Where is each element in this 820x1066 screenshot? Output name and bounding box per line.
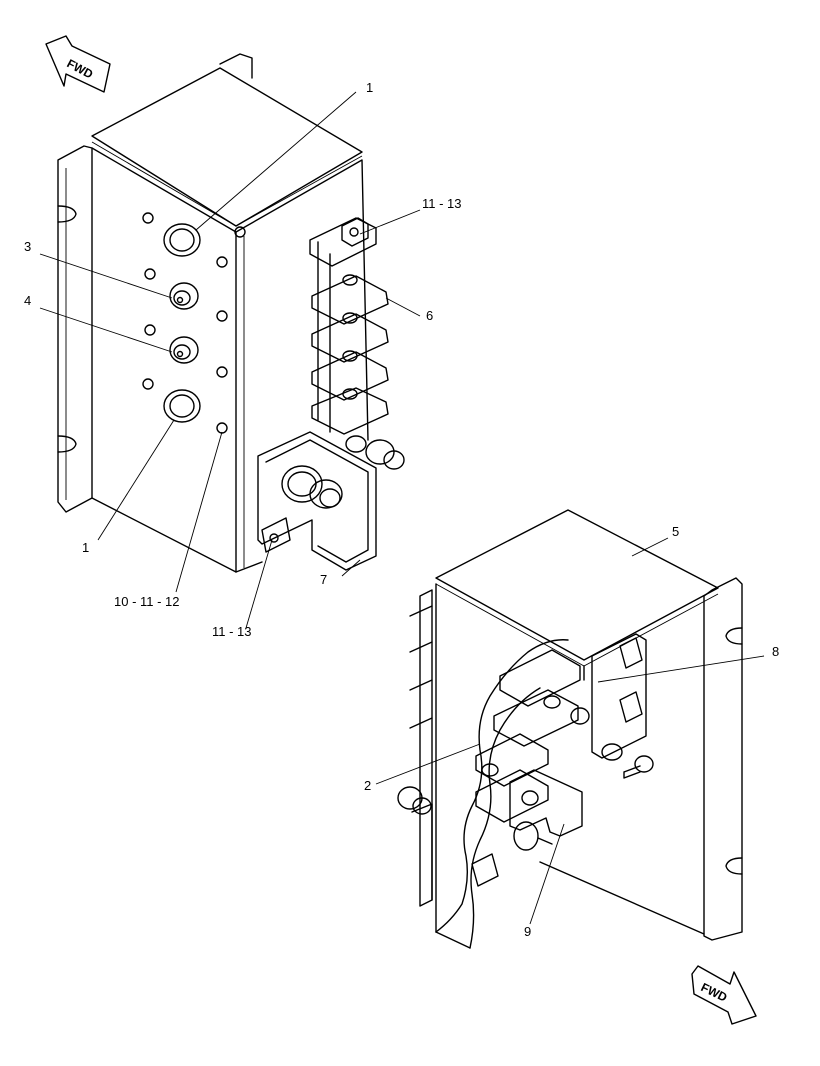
connector-4 <box>169 336 199 364</box>
callout-10-11-12: 10 - 11 - 12 <box>114 594 180 609</box>
bracket-7 <box>257 431 377 571</box>
plug-bottom <box>163 389 201 423</box>
terminal-block <box>309 217 389 435</box>
callout-6: 6 <box>426 308 433 323</box>
callout-7: 7 <box>320 572 327 587</box>
callout-8: 8 <box>772 644 779 659</box>
leader-lines <box>39 91 765 925</box>
callout-5: 5 <box>672 524 679 539</box>
fwd-arrow-bottom: FWD <box>691 965 757 1025</box>
internal-terminals <box>475 649 590 823</box>
plug-top <box>163 223 201 257</box>
callout-4: 4 <box>24 293 31 308</box>
lower-nuts <box>345 435 405 470</box>
lower-left-nut <box>397 786 432 815</box>
callout-9: 9 <box>524 924 531 939</box>
callout-2: 2 <box>364 778 371 793</box>
callout-11-13-top: 11 - 13 <box>422 196 462 211</box>
lower-junction-box <box>397 509 743 949</box>
fwd-arrow-top: FWD <box>45 35 111 93</box>
bracket-9 <box>471 769 583 887</box>
upper-junction-box <box>57 53 405 573</box>
connector-3 <box>169 282 199 310</box>
terminal-8 <box>591 633 647 761</box>
front-screws <box>142 212 228 434</box>
bolt <box>623 755 654 779</box>
callout-11-13-bottom: 11 - 13 <box>212 624 252 639</box>
callout-3: 3 <box>24 239 31 254</box>
callout-1-bottom: 1 <box>82 540 89 555</box>
callout-1-top: 1 <box>366 80 373 95</box>
callout-labels: 1 3 4 1 10 - 11 - 12 11 - 13 11 - 13 6 7… <box>24 80 779 939</box>
